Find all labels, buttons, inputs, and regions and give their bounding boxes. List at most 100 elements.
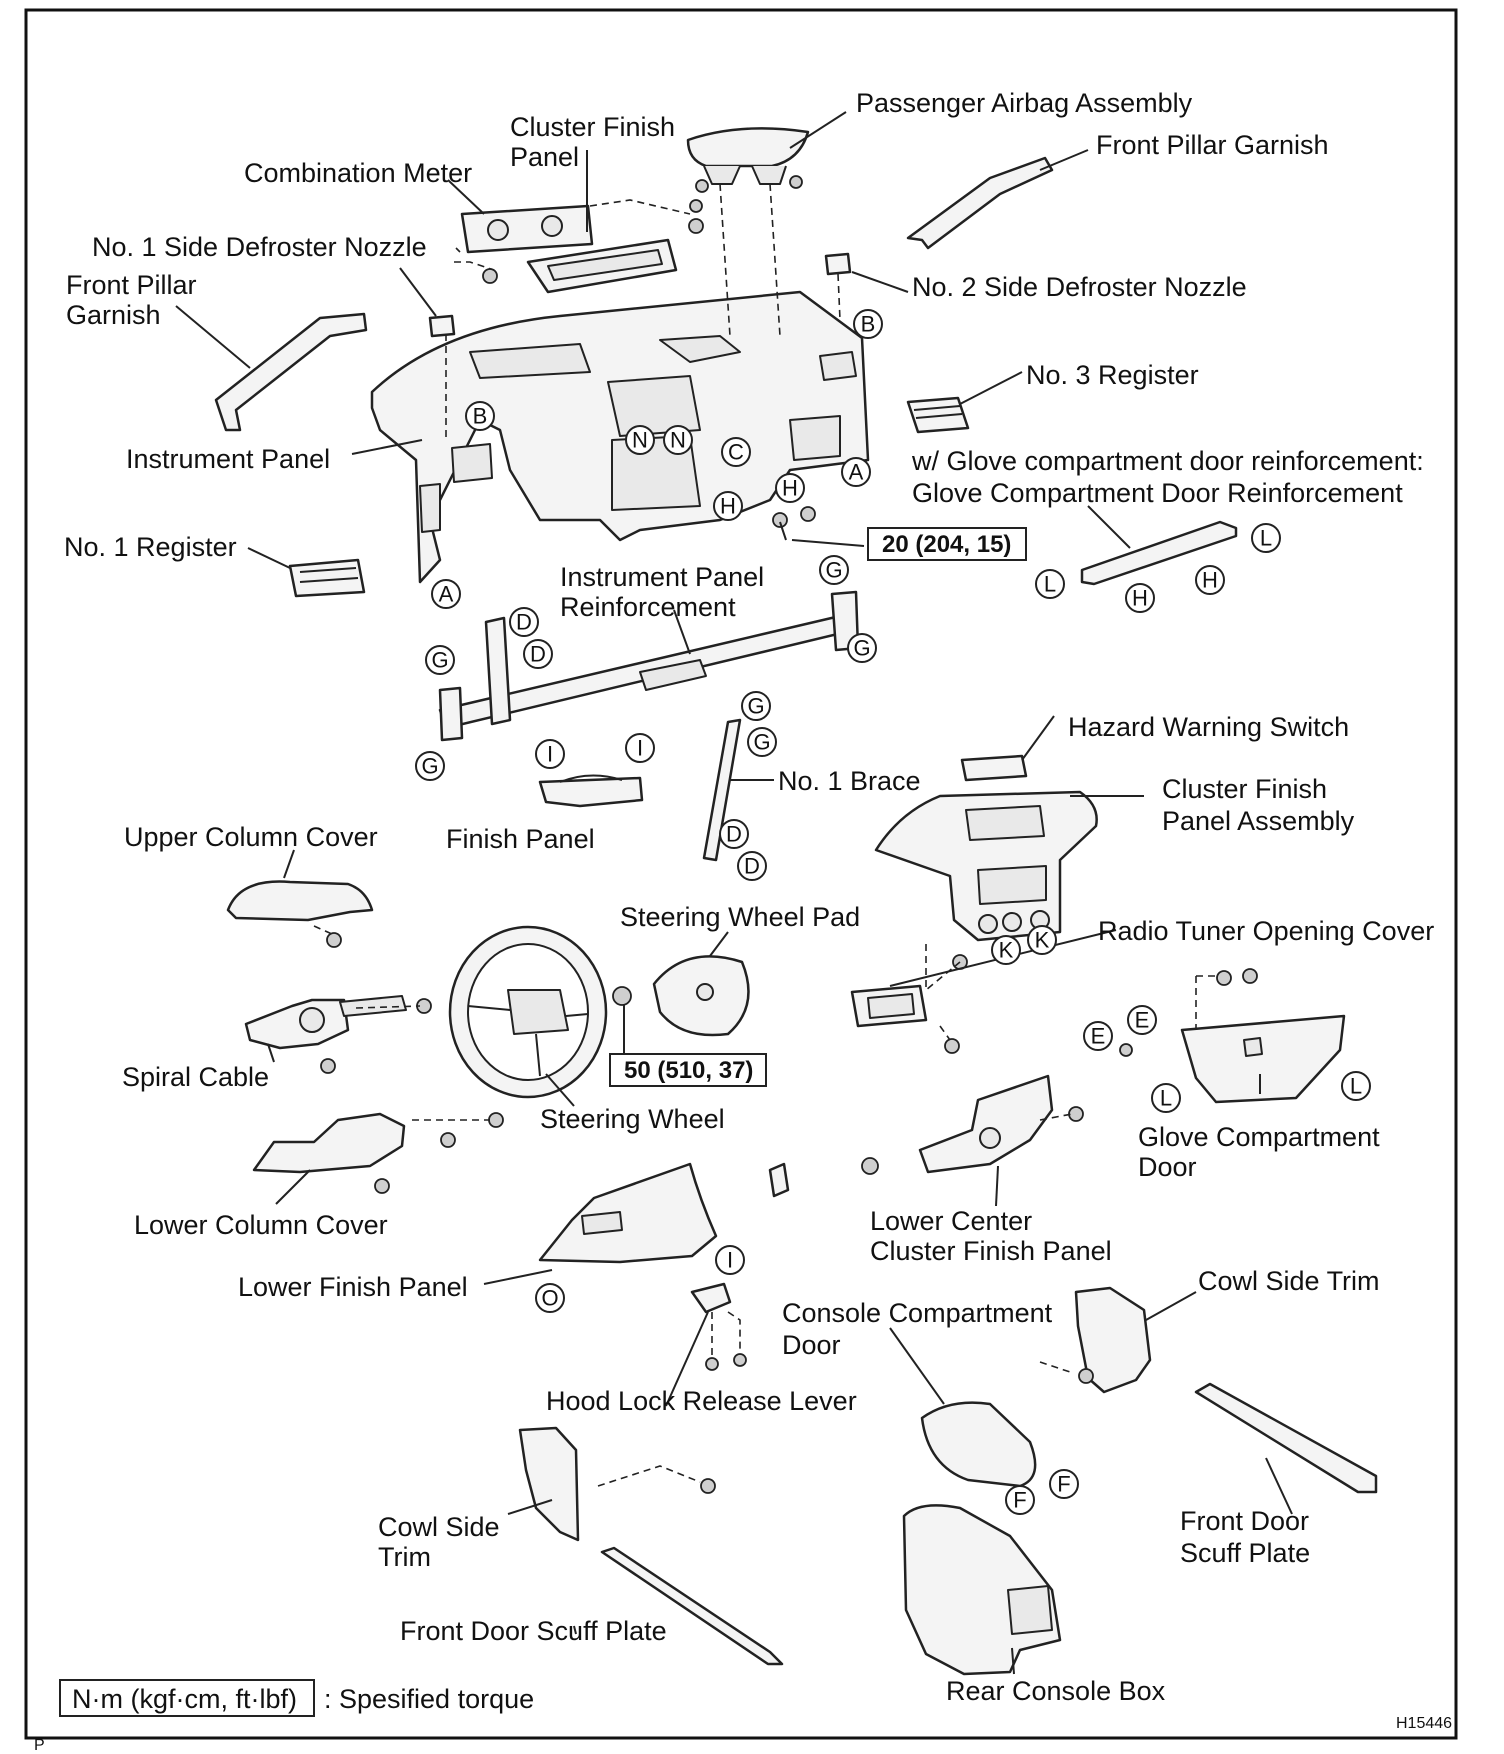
marker-d-1: D	[509, 607, 539, 637]
no1-brace-part	[702, 718, 742, 862]
marker-o: O	[535, 1283, 565, 1313]
label-cowl-side-trim-right: Cowl Side Trim	[1198, 1266, 1380, 1296]
svg-text:G: G	[753, 730, 770, 755]
svg-text:H: H	[720, 494, 736, 519]
torque-legend: N·m (kgf·cm, ft·lbf) : Spesified torque	[59, 1679, 534, 1717]
marker-e-2: E	[1127, 1005, 1157, 1035]
console-compartment-door-part	[920, 1401, 1037, 1488]
torque-box-ip-bolts: 20 (204, 15)	[867, 527, 1027, 561]
torque-box-steering-nut: 50 (510, 37)	[609, 1053, 767, 1087]
label-glove-reinf-note: w/ Glove compartment door reinforcement:	[911, 446, 1424, 476]
cluster-finish-panel-part	[526, 238, 678, 294]
svg-text:H: H	[1202, 568, 1218, 593]
svg-text:F: F	[1057, 1472, 1070, 1497]
glove-compartment-door-part	[1180, 1014, 1346, 1104]
label-radio-tuner-cover: Radio Tuner Opening Cover	[1098, 916, 1434, 946]
label-console-door-1: Console Compartment	[782, 1298, 1053, 1328]
marker-k-1: K	[991, 935, 1021, 965]
label-no3-register: No. 3 Register	[1026, 360, 1199, 390]
lower-finish-panel-part	[538, 1162, 718, 1264]
svg-text:L: L	[1350, 1074, 1362, 1099]
marker-f-2: F	[1005, 1485, 1035, 1515]
label-console-door-2: Door	[782, 1330, 841, 1360]
svg-text:G: G	[431, 648, 448, 673]
label-no1-register: No. 1 Register	[64, 532, 237, 562]
label-hazard-switch: Hazard Warning Switch	[1068, 712, 1349, 742]
label-cluster-finish-panel-1: Cluster Finish	[510, 112, 675, 142]
marker-n-2: N	[663, 425, 693, 455]
marker-g-5: G	[747, 727, 777, 757]
marker-g-6: G	[415, 751, 445, 781]
legend-text: : Spesified torque	[324, 1684, 534, 1714]
marker-d-4: D	[737, 851, 767, 881]
hood-lock-release-lever-part	[690, 1282, 747, 1371]
label-glove-door-2: Door	[1138, 1152, 1197, 1182]
svg-text:A: A	[439, 582, 454, 607]
label-cowl-side-trim-left-1: Cowl Side	[378, 1512, 500, 1542]
label-ip-reinforcement-1: Instrument Panel	[560, 562, 764, 592]
svg-text:I: I	[637, 736, 643, 761]
svg-text:E: E	[1135, 1008, 1150, 1033]
marker-l-4: L	[1341, 1071, 1371, 1101]
label-finish-panel: Finish Panel	[446, 824, 595, 854]
svg-text:L: L	[1160, 1086, 1172, 1111]
svg-text:A: A	[849, 460, 864, 485]
marker-a-1: A	[841, 457, 871, 487]
label-rear-console-box: Rear Console Box	[946, 1676, 1166, 1706]
svg-text:H: H	[1132, 586, 1148, 611]
label-cluster-finish-assembly-2: Panel Assembly	[1162, 806, 1355, 836]
label-ip-reinforcement-2: Reinforcement	[560, 592, 736, 622]
cowl-side-trim-left-part	[518, 1426, 716, 1542]
front-pillar-garnish-left-part	[214, 312, 368, 432]
ip-reinforcement-part	[438, 590, 860, 742]
rear-console-box-part	[902, 1504, 1062, 1676]
no2-side-defroster-nozzle-part	[824, 252, 852, 276]
fastener-group	[320, 199, 1258, 1384]
svg-text:I: I	[547, 742, 553, 767]
marker-g-1: G	[819, 555, 849, 585]
svg-text:I: I	[727, 1248, 733, 1273]
svg-text:N: N	[670, 428, 686, 453]
marker-h-2: H	[713, 491, 743, 521]
legend-unit: N·m (kgf·cm, ft·lbf)	[72, 1684, 297, 1714]
svg-text:N: N	[632, 428, 648, 453]
svg-text:D: D	[530, 642, 546, 667]
label-lower-center-2: Cluster Finish Panel	[870, 1236, 1112, 1266]
svg-text:K: K	[1035, 928, 1050, 953]
alignment-lines	[313, 183, 1220, 1487]
marker-h-4: H	[1195, 565, 1225, 595]
marker-i-3: I	[715, 1245, 745, 1275]
marker-a-2: A	[431, 579, 461, 609]
no1-side-defroster-nozzle-part	[428, 314, 456, 338]
label-upper-column-cover: Upper Column Cover	[124, 822, 378, 852]
label-no2-side-defroster: No. 2 Side Defroster Nozzle	[912, 272, 1247, 302]
svg-text:K: K	[999, 938, 1014, 963]
steering-wheel-part	[448, 925, 608, 1099]
svg-text:E: E	[1091, 1024, 1106, 1049]
svg-text:L: L	[1044, 572, 1056, 597]
svg-text:20 (204, 15): 20 (204, 15)	[882, 531, 1011, 558]
marker-n-1: N	[625, 425, 655, 455]
no1-register-part	[288, 558, 366, 598]
marker-b-2: B	[465, 401, 495, 431]
svg-text:B: B	[861, 312, 876, 337]
svg-text:D: D	[726, 822, 742, 847]
glove-door-reinforcement-part	[1080, 520, 1238, 586]
part-labels: Passenger Airbag Assembly Front Pillar G…	[64, 88, 1434, 1706]
svg-text:B: B	[473, 404, 488, 429]
marker-i-1: I	[535, 739, 565, 769]
marker-l-1: L	[1251, 523, 1281, 553]
label-front-pillar-garnish-left-1: Front Pillar	[66, 270, 197, 300]
marker-d-3: D	[719, 819, 749, 849]
label-lower-finish-panel: Lower Finish Panel	[238, 1272, 468, 1302]
svg-text:G: G	[747, 694, 764, 719]
corner-mark: P	[34, 1737, 45, 1754]
label-hood-lock-lever: Hood Lock Release Lever	[546, 1386, 857, 1416]
hazard-warning-switch-part	[960, 754, 1028, 782]
label-cluster-finish-assembly-1: Cluster Finish	[1162, 774, 1327, 804]
svg-text:L: L	[1260, 526, 1272, 551]
marker-b-1: B	[853, 309, 883, 339]
cowl-side-trim-right-part	[1074, 1286, 1152, 1394]
front-door-scuff-plate-left-part	[600, 1546, 784, 1666]
